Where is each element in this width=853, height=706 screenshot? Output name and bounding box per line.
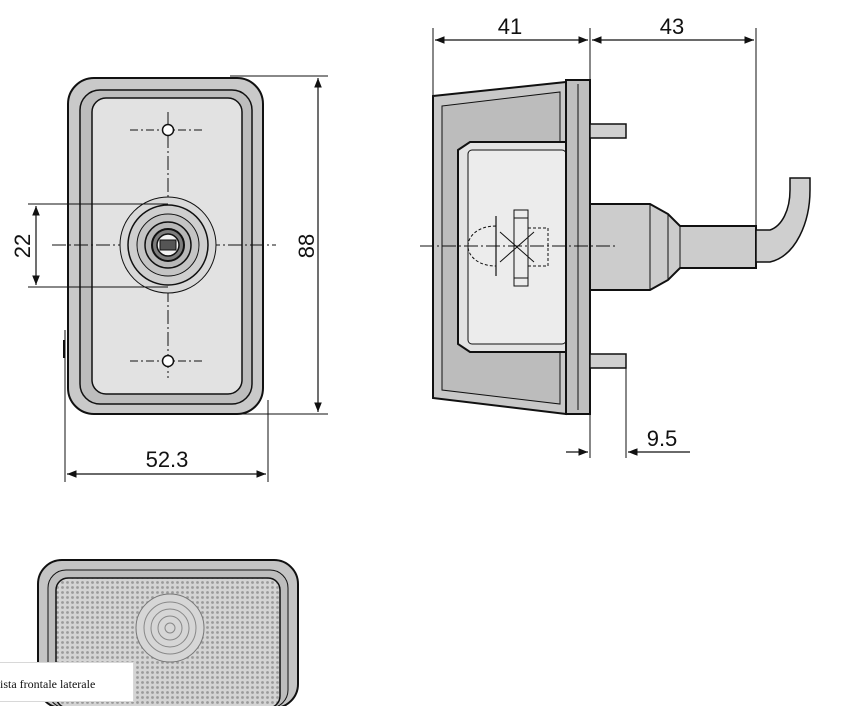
bottom-mounting-stud — [589, 353, 627, 369]
dimension-width: 52.3 — [64, 330, 269, 482]
view-caption: vista frontale laterale — [0, 662, 134, 702]
front-view — [52, 77, 276, 415]
dimension-stud-offset: 9.5 — [566, 368, 690, 458]
reflector-center-lens — [135, 593, 205, 663]
dimension-height: 88 — [230, 75, 328, 415]
top-mounting-stud — [589, 123, 627, 139]
bulb-outline-icon — [467, 225, 497, 267]
bulb-holder-hidden — [527, 227, 549, 267]
dim-label-52-3: 52.3 — [146, 447, 189, 472]
reflector-ring-3 — [157, 615, 183, 641]
side-view — [420, 79, 811, 416]
power-cable — [755, 177, 811, 263]
reflector-ring-2 — [150, 608, 190, 648]
caption-text: vista frontale laterale — [0, 677, 96, 691]
reflector-view — [37, 559, 299, 706]
dim-label-43: 43 — [660, 14, 684, 39]
dimension-lens-diameter: 22 — [10, 203, 168, 288]
dim-label-22: 22 — [10, 234, 35, 258]
dim-label-9-5: 9.5 — [647, 426, 678, 451]
reflector-ring-4 — [164, 622, 176, 634]
bottom-screw-hole-icon — [161, 354, 175, 368]
dimension-side-depth: 41 — [432, 14, 591, 96]
dimension-cable-length: 43 — [592, 14, 757, 226]
cable-boot — [589, 203, 757, 291]
bulb-filament-icon — [159, 239, 177, 251]
dim-label-41: 41 — [498, 14, 522, 39]
reflector-ring-1 — [143, 601, 197, 655]
dim-label-88: 88 — [294, 234, 319, 258]
top-screw-hole-icon — [161, 123, 175, 137]
